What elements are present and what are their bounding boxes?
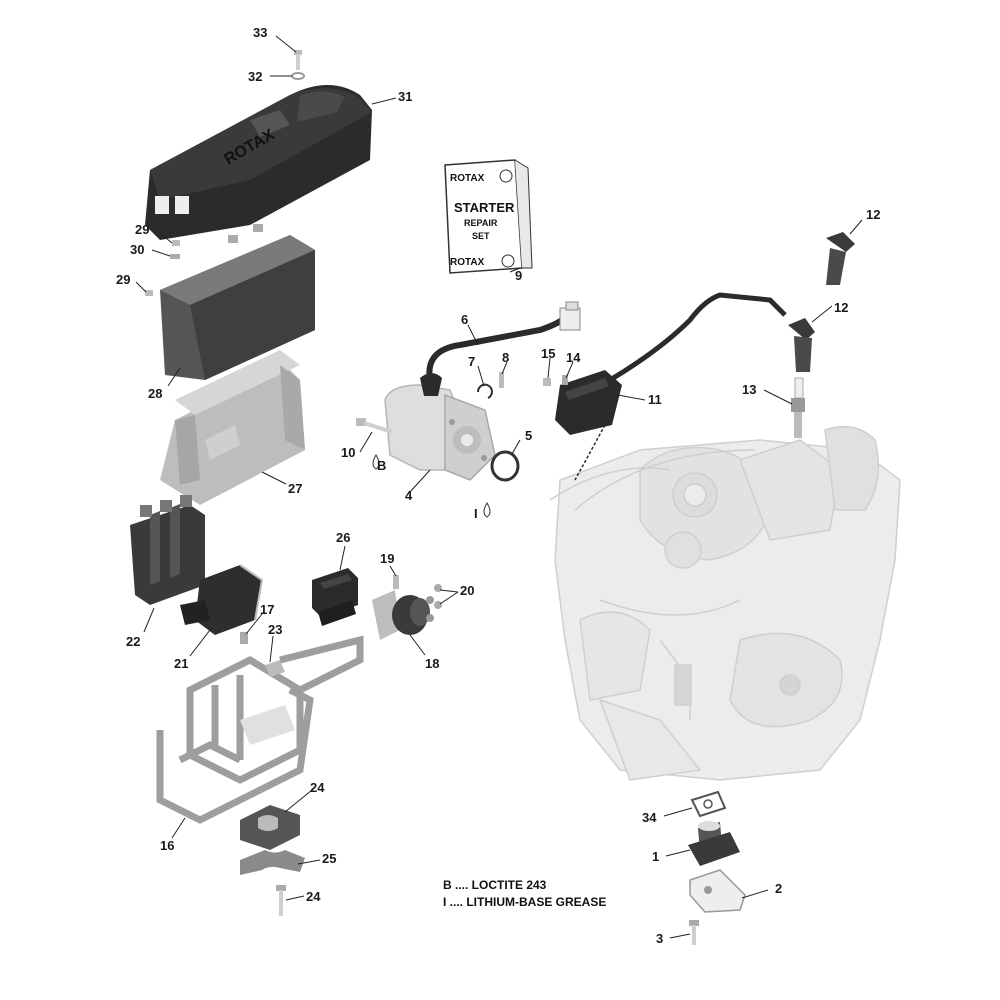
screw-33 [294,50,302,70]
callout-19: 19 [380,551,394,566]
battery-tray [160,350,305,505]
loctite-drop-icon [372,454,380,470]
engine-assembly-faded [549,425,901,781]
voltage-regulator [130,495,205,605]
battery-cover: ROTAX [145,85,372,240]
callout-24-lower: 24 [306,889,321,904]
spark-plug-cap-lower [788,318,815,372]
sensor [688,821,740,866]
spark-plug-cap-upper [826,232,855,285]
bolt-3 [689,920,699,945]
callout-labels: 33 32 31 29 30 29 28 27 22 21 17 23 16 2… [116,25,880,946]
callout-15: 15 [541,346,555,361]
screw-14 [562,375,568,385]
callout-tag-i: I [474,506,478,521]
callout-16: 16 [160,838,174,853]
bracket-plate [240,705,295,745]
callout-11: 11 [648,392,662,407]
callout-27: 27 [288,481,302,496]
sensor-bracket [689,869,746,913]
starter-motor [384,373,496,481]
o-ring [490,450,520,482]
nut-20 [434,584,442,609]
callout-23: 23 [268,622,282,637]
callout-12-lower: 12 [834,300,848,315]
spark-plug [791,377,805,438]
callout-30: 30 [130,242,144,257]
callout-13: 13 [742,382,756,397]
ignition-coil [555,292,787,481]
fastener-17 [240,632,248,644]
callout-26: 26 [336,530,350,545]
bolt-29-upper [172,240,180,246]
washer-32 [291,72,305,80]
callout-32: 32 [248,69,262,84]
clamp-24 [240,805,300,850]
callout-12-upper: 12 [866,207,880,222]
kit-line-1: STARTER [454,200,515,215]
callout-3: 3 [656,931,663,946]
rectifier [180,564,264,635]
washer-15 [543,378,551,386]
clip-7 [476,383,493,399]
washer-30 [170,254,180,259]
switch [312,568,358,626]
callout-5: 5 [525,428,532,443]
grease-drop-icon [483,502,491,518]
starter-solenoid [372,590,434,640]
callout-24-upper: 24 [310,780,325,795]
callout-18: 18 [425,656,439,671]
callout-10: 10 [341,445,355,460]
callout-2: 2 [775,881,782,896]
legend-loctite: B .... LOCTITE 243 [443,878,547,892]
callout-29-lower: 29 [116,272,130,287]
screw-8 [499,372,504,388]
callout-22: 22 [126,634,140,649]
callout-14: 14 [566,350,581,365]
callout-21: 21 [174,656,188,671]
callout-29-upper: 29 [135,222,149,237]
clamp-25 [240,850,305,875]
battery [160,224,315,380]
callout-9: 9 [515,268,522,283]
gasket-34 [690,790,727,818]
bolt-24 [276,885,286,916]
callout-6: 6 [461,312,468,327]
kit-brand-bottom: ROTAX [450,257,485,268]
callout-7: 7 [468,354,475,369]
callout-20: 20 [460,583,474,598]
leader-lines [135,35,863,939]
legend-grease: I .... LITHIUM-BASE GREASE [443,895,606,909]
kit-brand-top: ROTAX [450,173,485,184]
electrical-bracket [156,635,364,824]
callout-4: 4 [405,488,413,503]
screw-19 [393,575,399,589]
callout-1: 1 [652,849,659,864]
starter-repair-kit: ROTAX STARTER REPAIR SET ROTAX [444,159,533,274]
kit-line-3: SET [472,231,490,241]
callout-17: 17 [260,602,274,617]
callout-33: 33 [253,25,267,40]
callout-28: 28 [148,386,162,401]
callout-25: 25 [322,851,336,866]
lubricant-legend: B .... LOCTITE 243 I .... LITHIUM-BASE G… [443,878,606,909]
callout-31: 31 [398,89,412,104]
callout-8: 8 [502,350,509,365]
callout-tag-b: B [377,458,386,473]
callout-34: 34 [642,810,657,825]
bolt-10 [356,418,393,434]
bracket-23 [265,660,285,677]
bolt-29-lower [145,290,153,296]
kit-line-2: REPAIR [464,218,498,228]
